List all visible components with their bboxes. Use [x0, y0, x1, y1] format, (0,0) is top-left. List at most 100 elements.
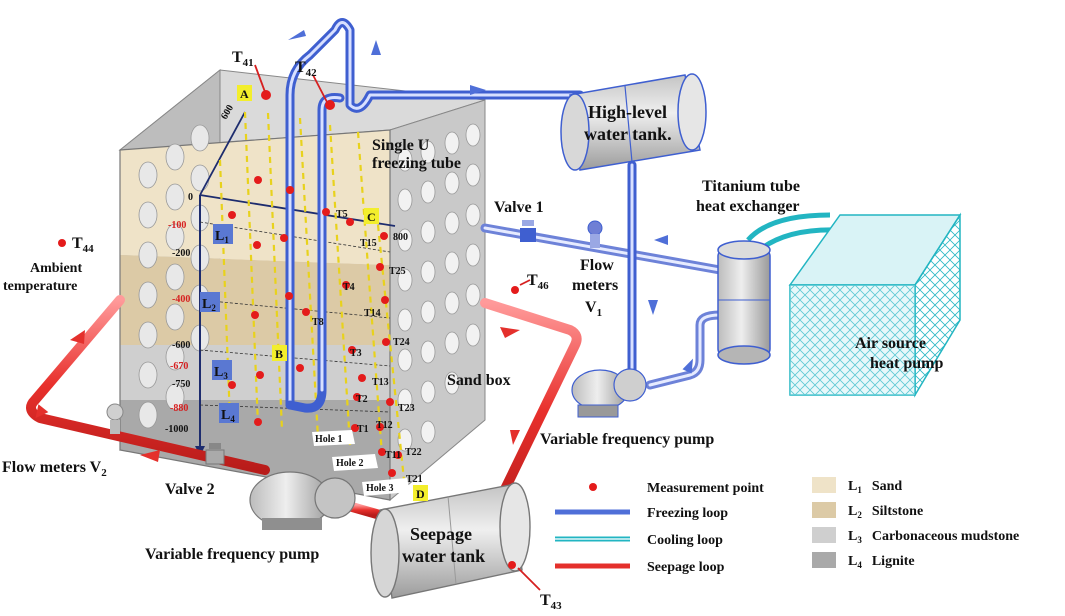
- seepage-tank-label-2: water tank: [402, 546, 485, 566]
- layer-label-l4: L4: [221, 408, 235, 424]
- sensor-t8: T8: [312, 317, 324, 328]
- hole-2-label: Hole 2: [336, 458, 364, 469]
- sensor-t1: T1: [357, 424, 369, 435]
- legend-lignite-swatch: [812, 552, 836, 568]
- hole-3-label: Hole 3: [366, 483, 394, 494]
- left-variable-frequency-pump: [249, 471, 356, 530]
- air-source-label-2: heat pump: [870, 355, 943, 372]
- sensor-t4: T4: [343, 282, 355, 293]
- legend-siltstone-swatch: [812, 502, 836, 518]
- layer-siltstone-region: [120, 255, 390, 345]
- legend-freezing: Freezing loop: [647, 506, 728, 521]
- sensor-t15: T15: [360, 238, 377, 249]
- layer-label-l1: L1: [215, 229, 229, 245]
- seepage-flow-arrows: [35, 327, 520, 462]
- right-side-holes: [397, 123, 481, 452]
- sensor-t21: T21: [406, 474, 423, 485]
- hole-labels: Hole 1 Hole 2 Hole 3: [312, 430, 410, 496]
- ambient-label-2: temperature: [3, 279, 77, 294]
- valve-2-label: Valve 2: [165, 481, 215, 498]
- legend-measurement: Measurement point: [647, 481, 764, 496]
- sensor-t5: T5: [336, 209, 348, 220]
- depth-tick-minus-1000: -1000: [165, 424, 188, 435]
- flow-meters-1-label-a: Flow: [580, 257, 614, 274]
- legend-cooling: Cooling loop: [647, 533, 723, 548]
- sensor-t12: T12: [376, 420, 393, 431]
- corner-label-d: D: [416, 487, 425, 501]
- depth-tick-minus-750: -750: [172, 379, 190, 390]
- flow-meters-1-label-c: V1: [585, 299, 602, 319]
- sensor-t2: T2: [356, 394, 368, 405]
- t44-label: T44: [72, 235, 94, 255]
- sand-box-label: Sand box: [447, 372, 511, 389]
- layer-label-l2: L2: [202, 297, 216, 313]
- sensor-t11: T11: [385, 450, 401, 461]
- legend-mudstone-swatch: [812, 527, 836, 543]
- seepage-tank-label-1: Seepage: [410, 524, 472, 544]
- corner-label-b: B: [275, 347, 283, 361]
- titanium-label-2: heat exchanger: [696, 198, 800, 215]
- sensor-t14: T14: [364, 308, 381, 319]
- t41-label: T41: [232, 49, 254, 69]
- seepage-water-tank: [370, 482, 531, 599]
- sensor-t23: T23: [398, 403, 415, 414]
- freezing-flow-arrows: [288, 30, 693, 374]
- depth-tick-minus-100: -100: [168, 220, 186, 231]
- legend: Measurement point Freezing loop Cooling …: [555, 477, 1019, 575]
- flow-meter-1-icon: [587, 220, 603, 248]
- depth-tick-minus-600: -600: [172, 340, 190, 351]
- depth-tick-0: 0: [188, 192, 193, 203]
- valve-2-icon: [205, 443, 225, 465]
- sensor-t24: T24: [393, 337, 410, 348]
- t42-label: T42: [295, 59, 317, 79]
- measurement-points: [58, 90, 519, 569]
- high-level-label-2: water tank.: [584, 124, 672, 144]
- titanium-label-1: Titanium tube: [702, 178, 800, 195]
- depth-tick-minus-670: -670: [170, 361, 188, 372]
- sensor-t22: T22: [405, 447, 422, 458]
- sensor-t25: T25: [389, 266, 406, 277]
- flow-meters-1-label-b: meters: [572, 277, 618, 294]
- corner-label-a: A: [240, 87, 249, 101]
- legend-seepage: Seepage loop: [647, 560, 725, 575]
- air-source-heat-pump: [788, 212, 962, 398]
- corner-label-c: C: [367, 210, 376, 224]
- flow-meters-2-label: Flow meters V2: [2, 459, 107, 479]
- titanium-heat-exchanger: [717, 240, 771, 365]
- hole-1-label: Hole 1: [315, 434, 343, 445]
- t46-label: T46: [527, 272, 549, 292]
- depth-tick-minus-400: -400: [172, 294, 190, 305]
- inner-sensor-labels: T5 T15 T25 T4 T14 T24 T8 T3 T13 T2 T23 T…: [312, 209, 423, 485]
- left-side-holes: [138, 124, 210, 429]
- air-source-label-1: Air source: [855, 335, 926, 352]
- vfp-left-label: Variable frequency pump: [145, 546, 319, 563]
- single-u-label-2: freezing tube: [372, 155, 461, 172]
- depth-tick-minus-200: -200: [172, 248, 190, 259]
- layer-label-l3: L3: [214, 365, 228, 381]
- legend-sand-swatch: [812, 477, 836, 493]
- legend-point-icon: [589, 483, 597, 491]
- sensor-t13: T13: [372, 377, 389, 388]
- vfp-right-label: Variable frequency pump: [540, 431, 714, 448]
- ambient-label-1: Ambient: [30, 261, 82, 276]
- sand-box: [118, 68, 486, 502]
- flow-meter-2-icon: [106, 403, 124, 434]
- high-level-label-1: High-level: [588, 102, 667, 122]
- length-axis: [199, 111, 246, 196]
- single-u-label-1: Single U: [372, 137, 430, 154]
- layer-lignite-region: [120, 400, 390, 500]
- high-level-water-tank: [560, 73, 707, 171]
- t43-label: T43: [540, 592, 562, 612]
- depth-tick-minus-880: -880: [170, 403, 188, 414]
- sensor-t3: T3: [350, 348, 362, 359]
- dim-800: 800: [393, 232, 408, 243]
- width-axis: [199, 194, 396, 227]
- valve-1-icon: [520, 220, 536, 242]
- valve-1-label: Valve 1: [494, 199, 544, 216]
- right-variable-frequency-pump: [571, 368, 647, 418]
